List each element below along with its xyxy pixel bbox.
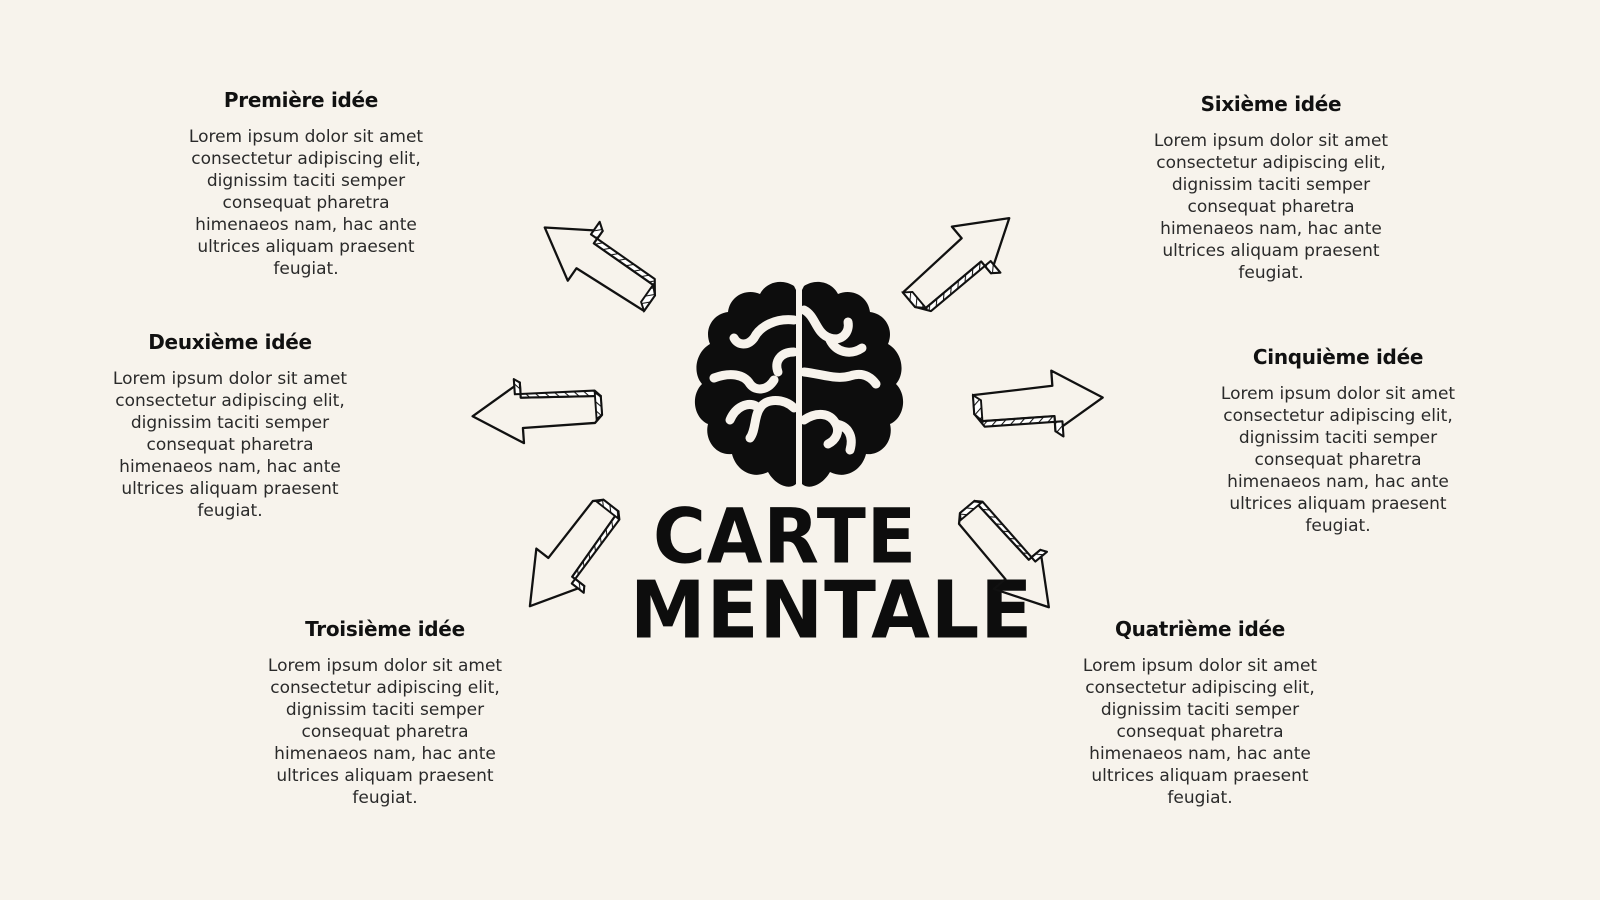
idea-1-text: Lorem ipsum dolor sit amet consectetur a… <box>188 127 424 279</box>
arrow-to-idea-1-icon <box>543 220 657 314</box>
center-title-line1: CARTE <box>652 491 918 581</box>
idea-3-text: Lorem ipsum dolor sit amet consectetur a… <box>267 656 503 808</box>
idea-6: Sixième idée Lorem ipsum dolor sit amet … <box>1140 92 1402 284</box>
idea-6-title: Sixième idée <box>1200 92 1342 116</box>
idea-1: Première idée Lorem ipsum dolor sit amet… <box>175 88 437 280</box>
idea-5-text: Lorem ipsum dolor sit amet consectetur a… <box>1220 384 1456 536</box>
idea-1-title: Première idée <box>223 88 379 112</box>
idea-4-title: Quatrième idée <box>1114 617 1286 641</box>
idea-5-title: Cinquième idée <box>1252 345 1424 369</box>
idea-2-title: Deuxième idée <box>148 330 312 354</box>
center-title: CARTE MENTALE <box>630 498 1034 657</box>
brain-icon <box>694 281 904 487</box>
arrow-to-idea-6-icon <box>901 217 1011 313</box>
arrow-to-idea-4-icon <box>957 499 1050 609</box>
idea-6-text: Lorem ipsum dolor sit amet consectetur a… <box>1153 131 1389 283</box>
arrow-to-idea-2-icon <box>471 378 604 445</box>
idea-2-text: Lorem ipsum dolor sit amet consectetur a… <box>112 369 348 521</box>
idea-4-text: Lorem ipsum dolor sit amet consectetur a… <box>1082 656 1318 808</box>
idea-2: Deuxième idée Lorem ipsum dolor sit amet… <box>110 330 350 522</box>
idea-3: Troisième idée Lorem ipsum dolor sit ame… <box>265 617 505 809</box>
idea-5: Cinquième idée Lorem ipsum dolor sit ame… <box>1218 345 1458 537</box>
idea-4: Quatrième idée Lorem ipsum dolor sit ame… <box>1080 617 1320 809</box>
arrow-to-idea-3-icon <box>528 498 621 608</box>
center-title-line2: MENTALE <box>630 562 1034 657</box>
arrow-to-idea-5-icon <box>971 369 1104 438</box>
idea-3-title: Troisième idée <box>305 617 465 641</box>
